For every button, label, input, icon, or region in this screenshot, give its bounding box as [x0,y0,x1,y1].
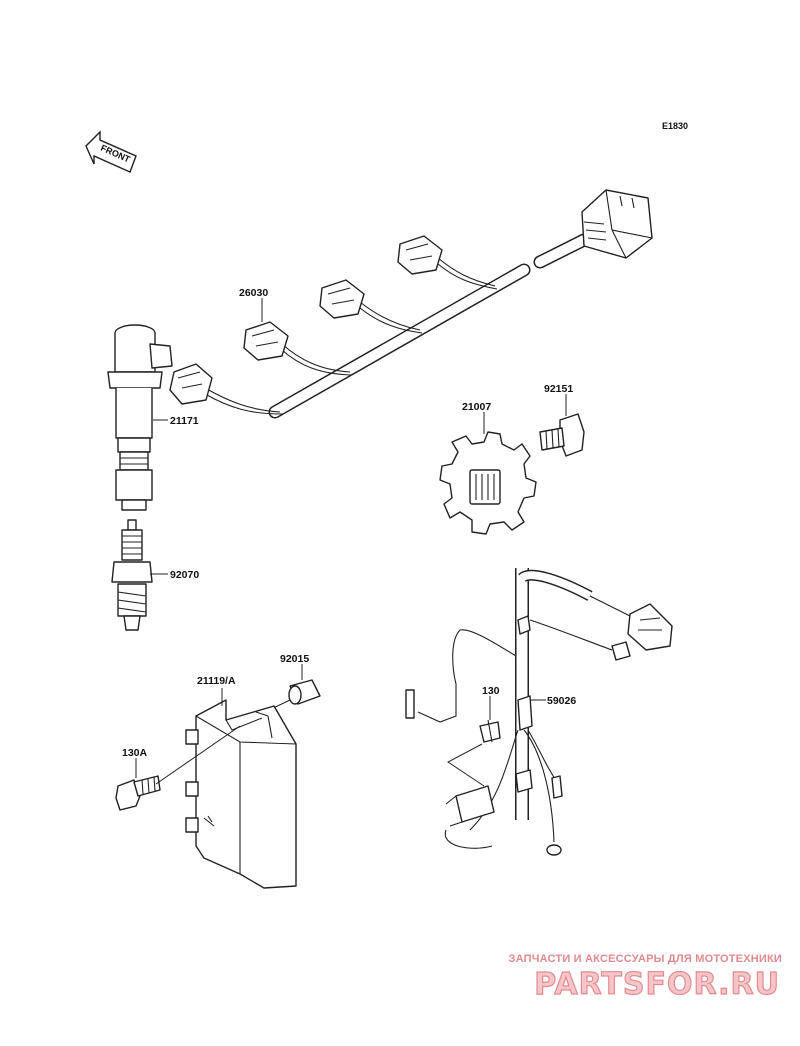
callout-92070: 92070 [170,569,199,581]
ecu-21119a [185,699,297,889]
callout-21007: 21007 [462,401,491,413]
ignition-coil-21171 [107,324,173,511]
watermark-tagline: ЗАПЧАСТИ И АКСЕССУАРЫ ДЛЯ МОТОТЕХНИКИ [509,953,782,965]
front-arrow-icon: FRONT [85,130,137,173]
bolt-92151 [539,413,585,457]
ignition-harness-26030 [169,189,653,419]
callout-26030: 26030 [239,287,268,299]
collar-92015 [288,679,321,705]
timing-rotor-21007 [439,431,537,535]
sub-harness-59026 [405,568,673,856]
spark-plug-92070 [111,519,153,631]
callout-130: 130 [482,685,500,697]
watermark: ЗАПЧАСТИ И АКСЕССУАРЫ ДЛЯ МОТОТЕХНИКИ PA… [509,953,782,1003]
callout-92151: 92151 [544,383,573,395]
watermark-logo: PARTSFOR.RU [534,967,780,1002]
reference-code: E1830 [662,121,688,131]
callout-21171: 21171 [170,415,199,427]
bolt-130 [479,719,501,743]
callout-92015: 92015 [280,653,309,665]
callout-130a: 130A [122,747,148,759]
callout-59026: 59026 [547,695,576,707]
bolt-130a [115,775,161,811]
callout-21119a: 21119/A [197,675,236,687]
